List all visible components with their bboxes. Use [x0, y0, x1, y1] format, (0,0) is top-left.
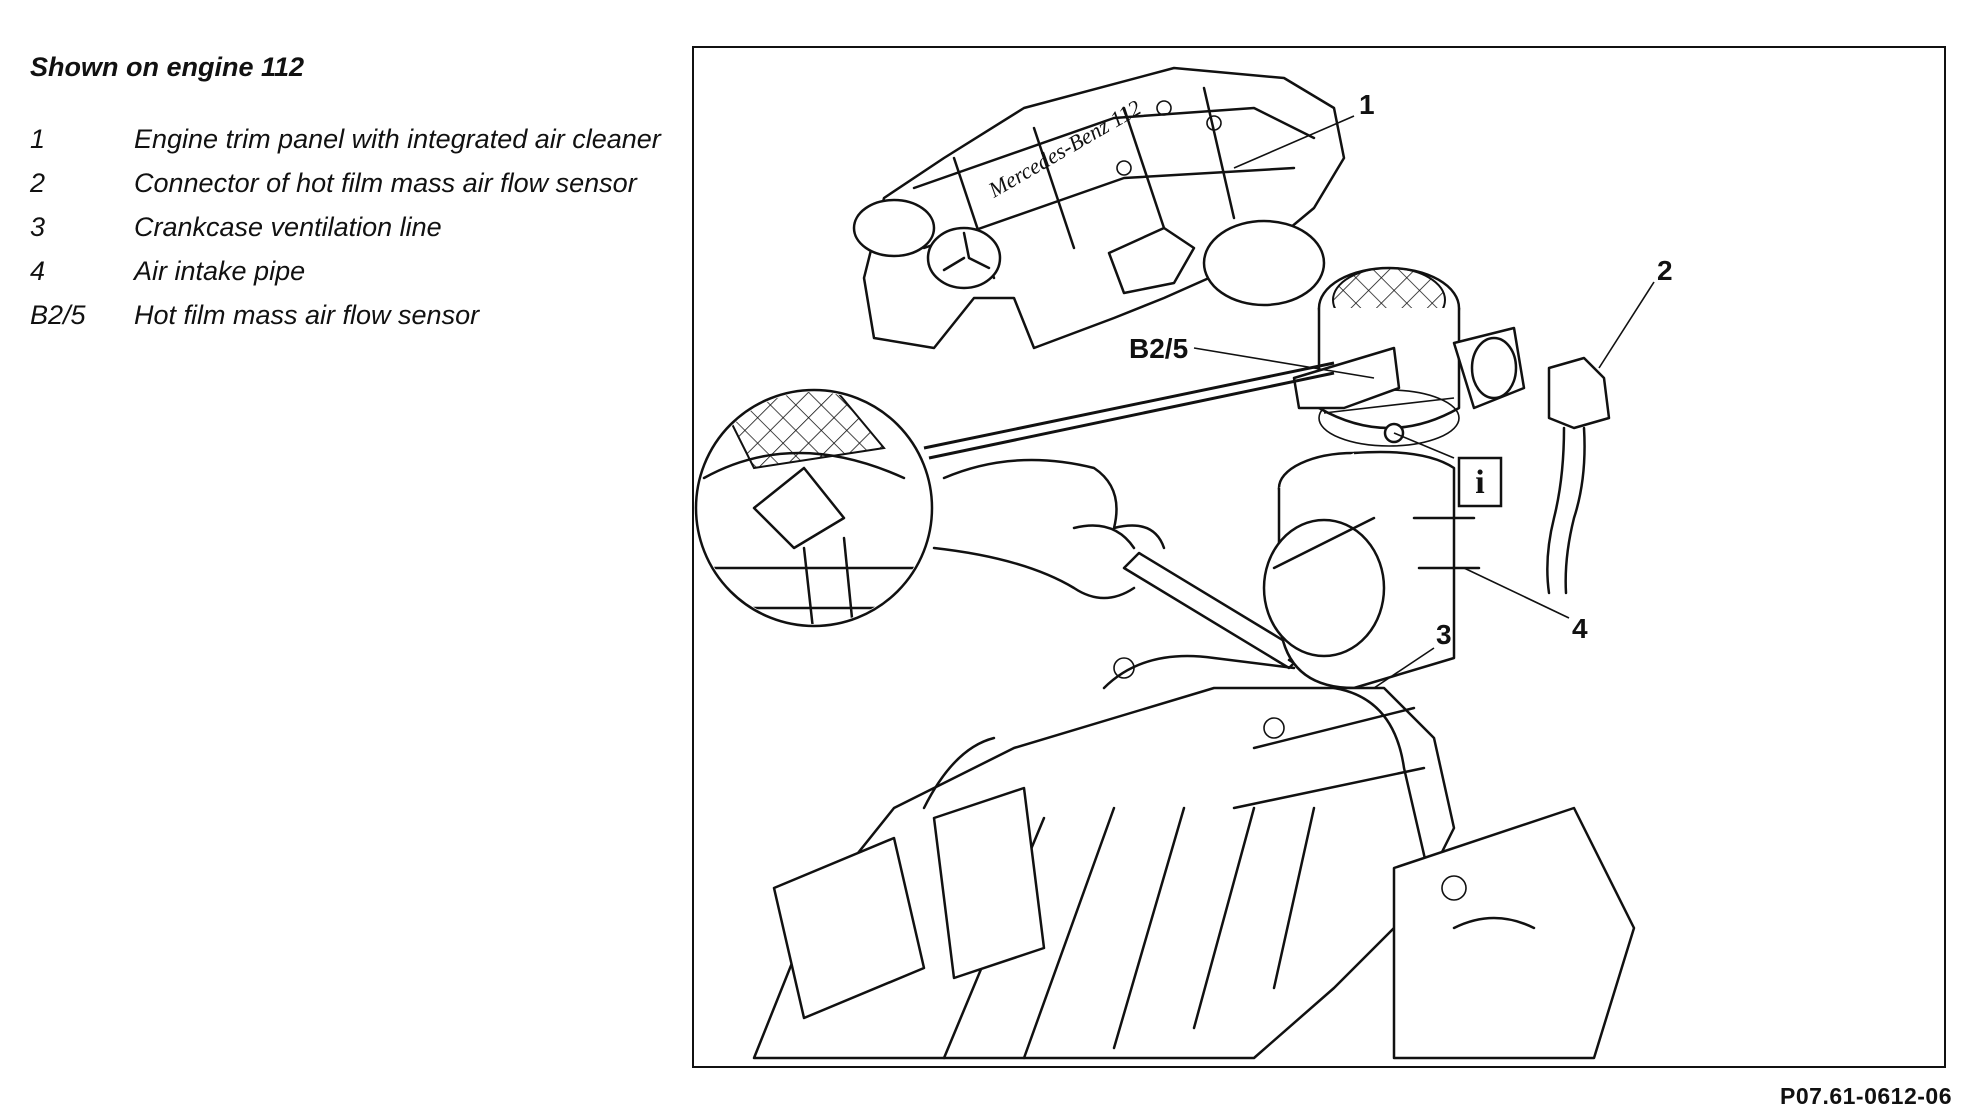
callout-b2-5: B2/5	[1129, 333, 1188, 364]
callout-2: 2	[1657, 255, 1673, 286]
air-intake-pipe	[1262, 422, 1481, 690]
detail-magnifier	[694, 361, 1335, 628]
connector	[1546, 356, 1611, 595]
leader-lines	[1193, 115, 1655, 689]
legend-item: 4 Air intake pipe	[30, 253, 670, 289]
legend-text: Air intake pipe	[134, 256, 306, 286]
engine-illustration: Mercedes-Benz 112	[692, 46, 1946, 1068]
legend-item: 2 Connector of hot film mass air flow se…	[30, 165, 670, 201]
info-icon: i	[1475, 464, 1484, 501]
legend-text: Engine trim panel with integrated air cl…	[134, 124, 661, 154]
legend-text: Crankcase ventilation line	[134, 212, 442, 242]
legend-text: Connector of hot film mass air flow sens…	[134, 168, 637, 198]
figure-code: P07.61-0612-06	[1780, 1083, 1952, 1109]
legend-item: B2/5 Hot film mass air flow sensor	[30, 297, 670, 333]
legend-key: 1	[30, 124, 46, 154]
legend-item: 1 Engine trim panel with integrated air …	[30, 121, 670, 157]
legend-key: 4	[30, 256, 46, 286]
legend-key: 2	[30, 168, 46, 198]
callout-4: 4	[1572, 613, 1588, 644]
info-box: i	[1457, 456, 1503, 508]
illustration-svg: Mercedes-Benz 112	[694, 66, 1673, 1060]
callout-3: 3	[1436, 619, 1452, 650]
engine-block	[752, 654, 1636, 1060]
legend: Shown on engine 112 1 Engine trim panel …	[30, 40, 670, 341]
legend-item: 3 Crankcase ventilation line	[30, 209, 670, 245]
legend-key: B2/5	[30, 300, 86, 330]
legend-title: Shown on engine 112	[30, 52, 305, 82]
legend-key: 3	[30, 212, 46, 242]
legend-text: Hot film mass air flow sensor	[134, 300, 480, 330]
hot-film-maf-sensor	[1292, 266, 1526, 447]
engine-trim-panel: Mercedes-Benz 112	[852, 66, 1346, 350]
callout-1: 1	[1359, 89, 1375, 120]
